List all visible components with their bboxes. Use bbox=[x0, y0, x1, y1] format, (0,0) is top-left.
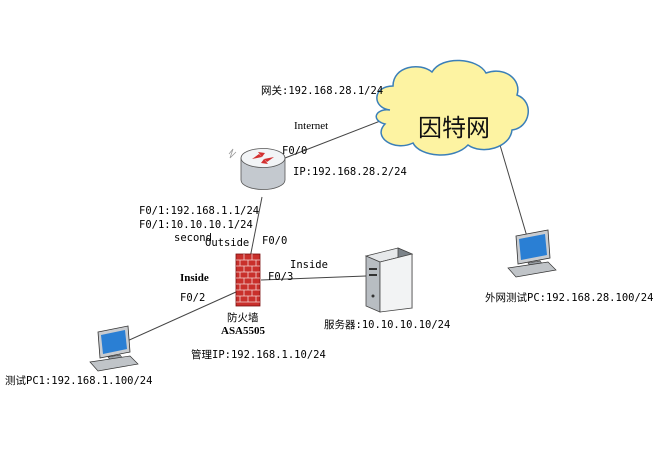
firewall-inside-right-label: Inside bbox=[290, 259, 328, 271]
firewall-outside-label: Outside bbox=[205, 237, 250, 249]
firewall-port-f00: F0/0 bbox=[262, 235, 288, 247]
link-router-cloud bbox=[284, 117, 389, 159]
external-pc-label: 外网测试PC:192.168.28.100/24 bbox=[485, 292, 653, 304]
cloud-label: 因特网 bbox=[418, 114, 490, 142]
link-firewall-server bbox=[260, 275, 367, 281]
firewall-inside-left-label: Inside bbox=[180, 272, 209, 284]
router-icon bbox=[240, 148, 286, 190]
link-router-firewall bbox=[249, 196, 263, 259]
firewall-mgmt-ip: 管理IP:192.168.1.10/24 bbox=[191, 349, 326, 361]
firewall-icon bbox=[235, 253, 261, 307]
internet-label: Internet bbox=[294, 120, 329, 132]
router-f01-secondary: F0/1:10.10.10.1/24 bbox=[139, 219, 253, 231]
gateway-label: 网关:192.168.28.1/24 bbox=[261, 85, 384, 97]
link-firewall-testpc1 bbox=[124, 291, 237, 343]
server-icon bbox=[364, 247, 414, 313]
router-secondary-word: second bbox=[174, 232, 212, 244]
router-port-f00: F0/0 bbox=[282, 145, 308, 157]
firewall-name: 防火墙 bbox=[227, 312, 259, 324]
external-pc-icon bbox=[507, 229, 557, 278]
router-f01-primary: F0/1:192.168.1.1/24 bbox=[139, 205, 260, 217]
firewall-port-f02: F0/2 bbox=[180, 292, 206, 304]
break-mark bbox=[228, 148, 237, 159]
firewall-model: ASA5505 bbox=[221, 325, 266, 337]
firewall-port-f03: F0/3 bbox=[268, 271, 294, 283]
test-pc1-icon bbox=[89, 325, 139, 372]
server-label: 服务器:10.10.10.10/24 bbox=[324, 319, 451, 331]
router-ip-label: IP:192.168.28.2/24 bbox=[293, 166, 407, 178]
link-cloud-external-pc bbox=[499, 144, 529, 241]
test-pc1-label: 测试PC1:192.168.1.100/24 bbox=[5, 375, 153, 387]
internet-cloud bbox=[375, 59, 529, 156]
